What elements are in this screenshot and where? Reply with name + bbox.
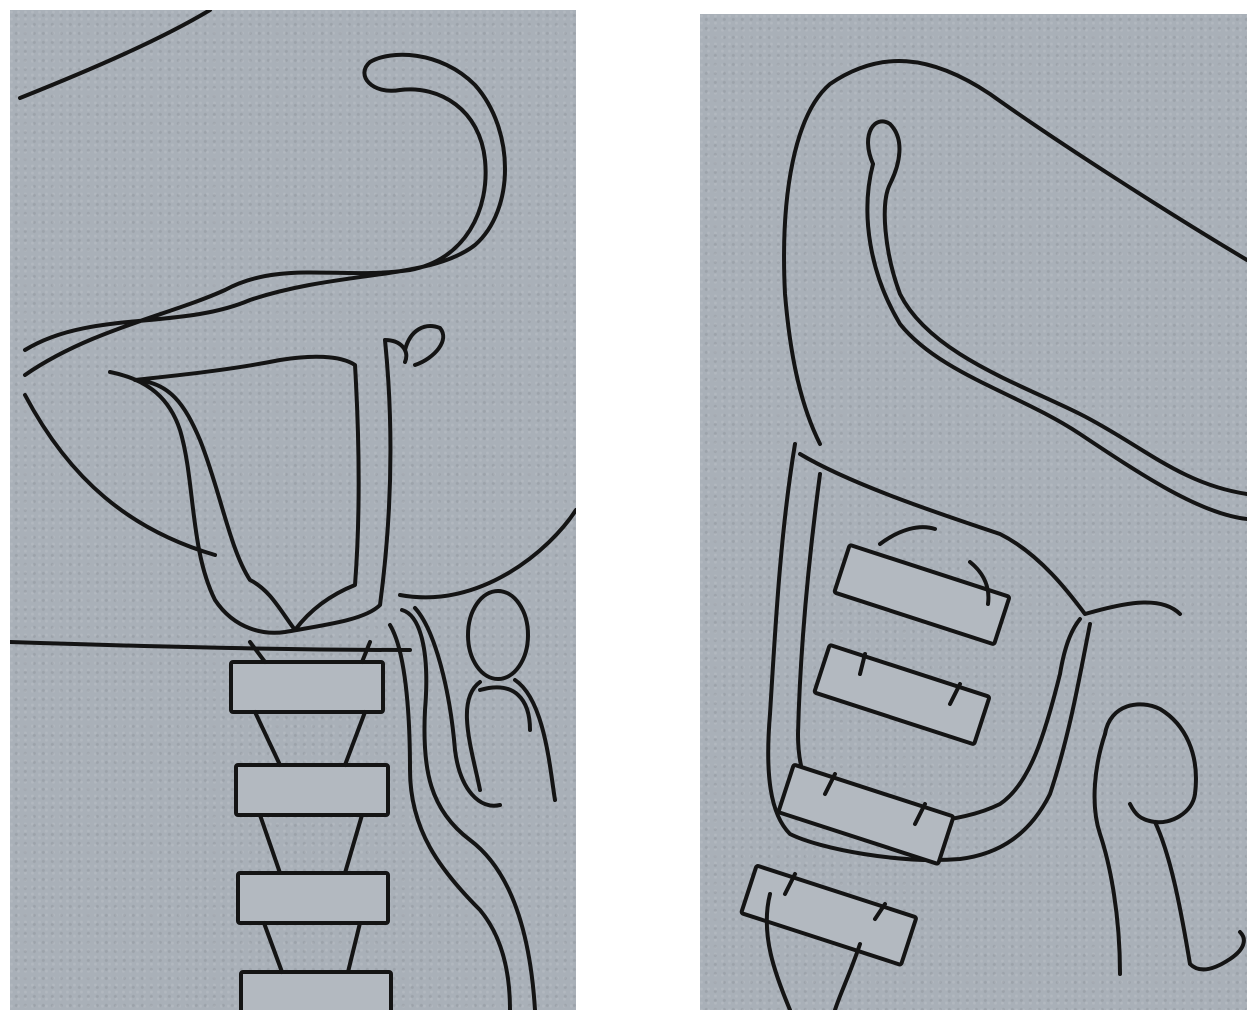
disc-0: [250, 642, 370, 662]
disc-2: [260, 815, 362, 873]
v-shape-inner: [135, 357, 359, 630]
disc-1: [255, 712, 365, 765]
vertebra-1: [834, 545, 1009, 644]
figure-body: [1095, 734, 1244, 974]
figure-head: [468, 591, 528, 679]
right-panel: [700, 14, 1247, 1010]
round-outline: [25, 395, 576, 597]
left-diagram: [10, 10, 576, 1010]
inner-band-outer: [868, 121, 1247, 494]
vertebra-2: [814, 645, 989, 744]
vertebra-4: [241, 972, 391, 1010]
right-diagram: [700, 14, 1247, 1010]
disc-3: [264, 923, 360, 972]
horizontal-line: [10, 642, 410, 650]
small-hook: [405, 326, 443, 365]
vertebra-3: [238, 873, 388, 923]
inner-band-inner: [867, 164, 1247, 519]
vertebra-1: [231, 662, 383, 712]
vertebra-2: [236, 765, 388, 815]
vertebra-3: [778, 765, 953, 864]
lower-tube-2: [835, 944, 860, 1010]
throat-line-2: [390, 625, 510, 1010]
skull-outline-arc: [20, 10, 210, 98]
figure-head: [1105, 704, 1196, 822]
left-panel: [10, 10, 576, 1010]
figure-body: [467, 680, 555, 800]
skull-outline: [784, 61, 1247, 444]
